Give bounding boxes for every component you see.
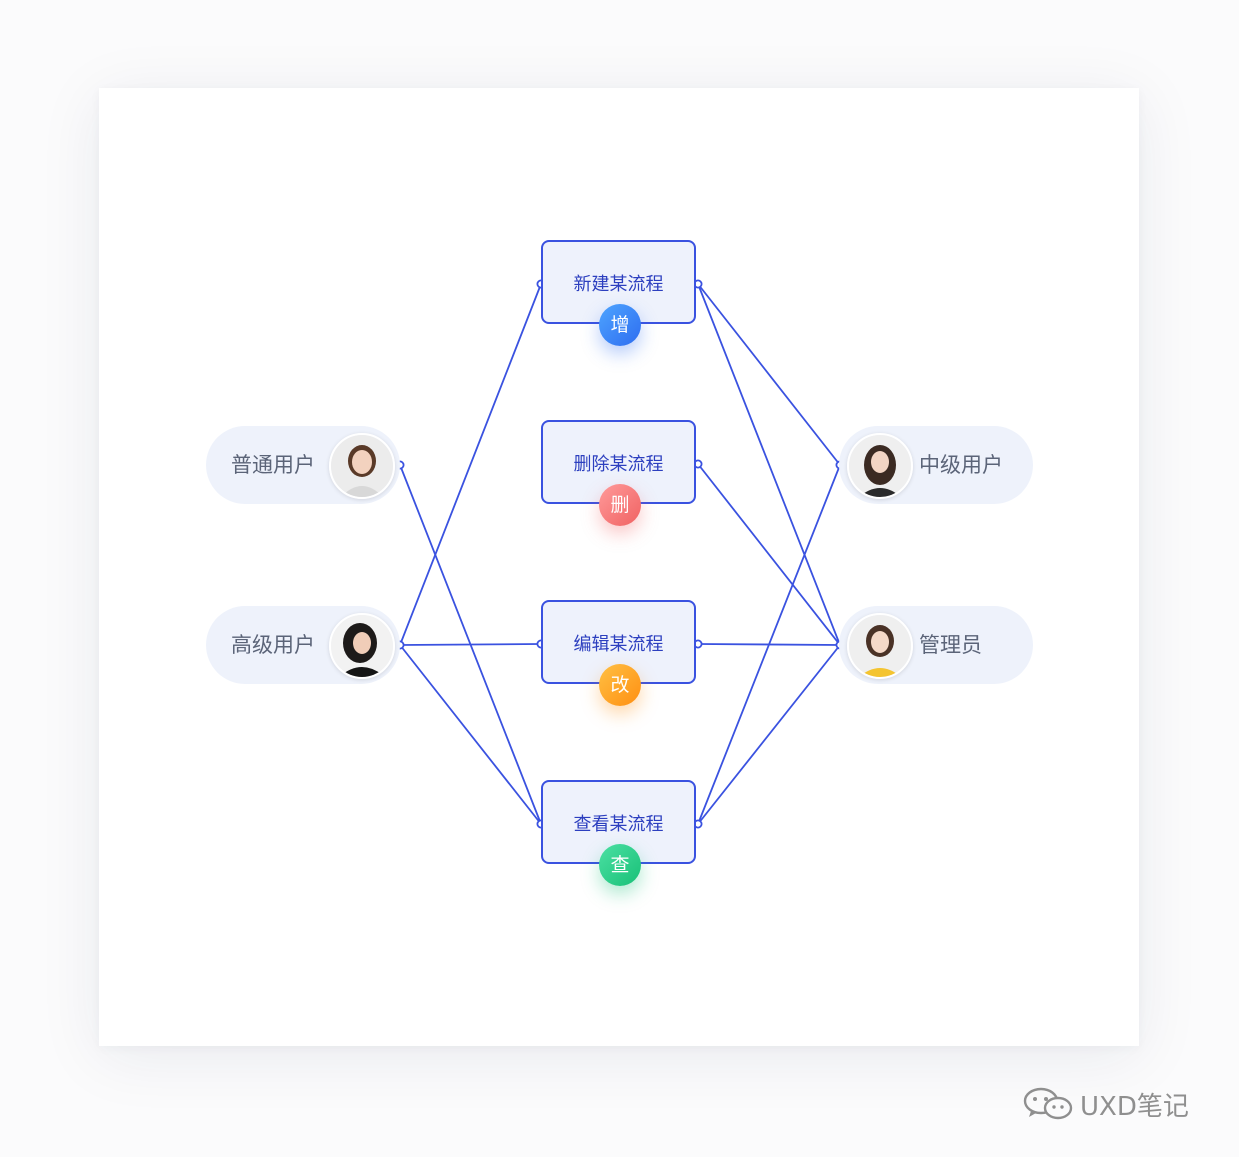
role-label: 管理员 bbox=[919, 633, 982, 657]
edit-badge: 改 bbox=[599, 664, 641, 706]
edge-高级用户-编辑某流程 bbox=[399, 643, 542, 646]
role-pill-regular-user[interactable]: 普通用户 bbox=[206, 426, 400, 504]
edge-查看某流程-管理员 bbox=[697, 644, 841, 825]
wechat-icon bbox=[1023, 1087, 1073, 1120]
edge-高级用户-查看某流程 bbox=[399, 644, 542, 825]
action-label: 查看某流程 bbox=[573, 814, 664, 835]
edge-新建某流程-中级用户 bbox=[697, 283, 841, 466]
user-avatar-icon bbox=[329, 433, 395, 499]
edge-查看某流程-中级用户 bbox=[697, 464, 841, 825]
create-badge: 增 bbox=[599, 304, 641, 346]
role-label: 高级用户 bbox=[231, 633, 315, 657]
role-label: 中级用户 bbox=[919, 453, 1003, 477]
role-pill-admin[interactable]: 管理员 bbox=[839, 606, 1033, 684]
action-label: 新建某流程 bbox=[573, 274, 664, 295]
user-avatar-icon bbox=[329, 613, 395, 679]
watermark: UXD笔记 bbox=[1022, 1086, 1189, 1122]
user-avatar-icon bbox=[847, 613, 913, 679]
role-pill-intermediate-user[interactable]: 中级用户 bbox=[839, 426, 1033, 504]
action-label: 编辑某流程 bbox=[573, 634, 664, 655]
edge-删除某流程-管理员 bbox=[697, 463, 841, 646]
edge-高级用户-新建某流程 bbox=[399, 283, 542, 646]
role-pill-senior-user[interactable]: 高级用户 bbox=[206, 606, 400, 684]
delete-badge: 删 bbox=[599, 484, 641, 526]
user-avatar-icon bbox=[847, 433, 913, 499]
action-label: 删除某流程 bbox=[573, 454, 664, 475]
watermark-text: UXD笔记 bbox=[1080, 1091, 1189, 1122]
role-label: 普通用户 bbox=[231, 453, 315, 477]
view-badge: 查 bbox=[599, 844, 641, 886]
edge-新建某流程-管理员 bbox=[697, 283, 841, 646]
